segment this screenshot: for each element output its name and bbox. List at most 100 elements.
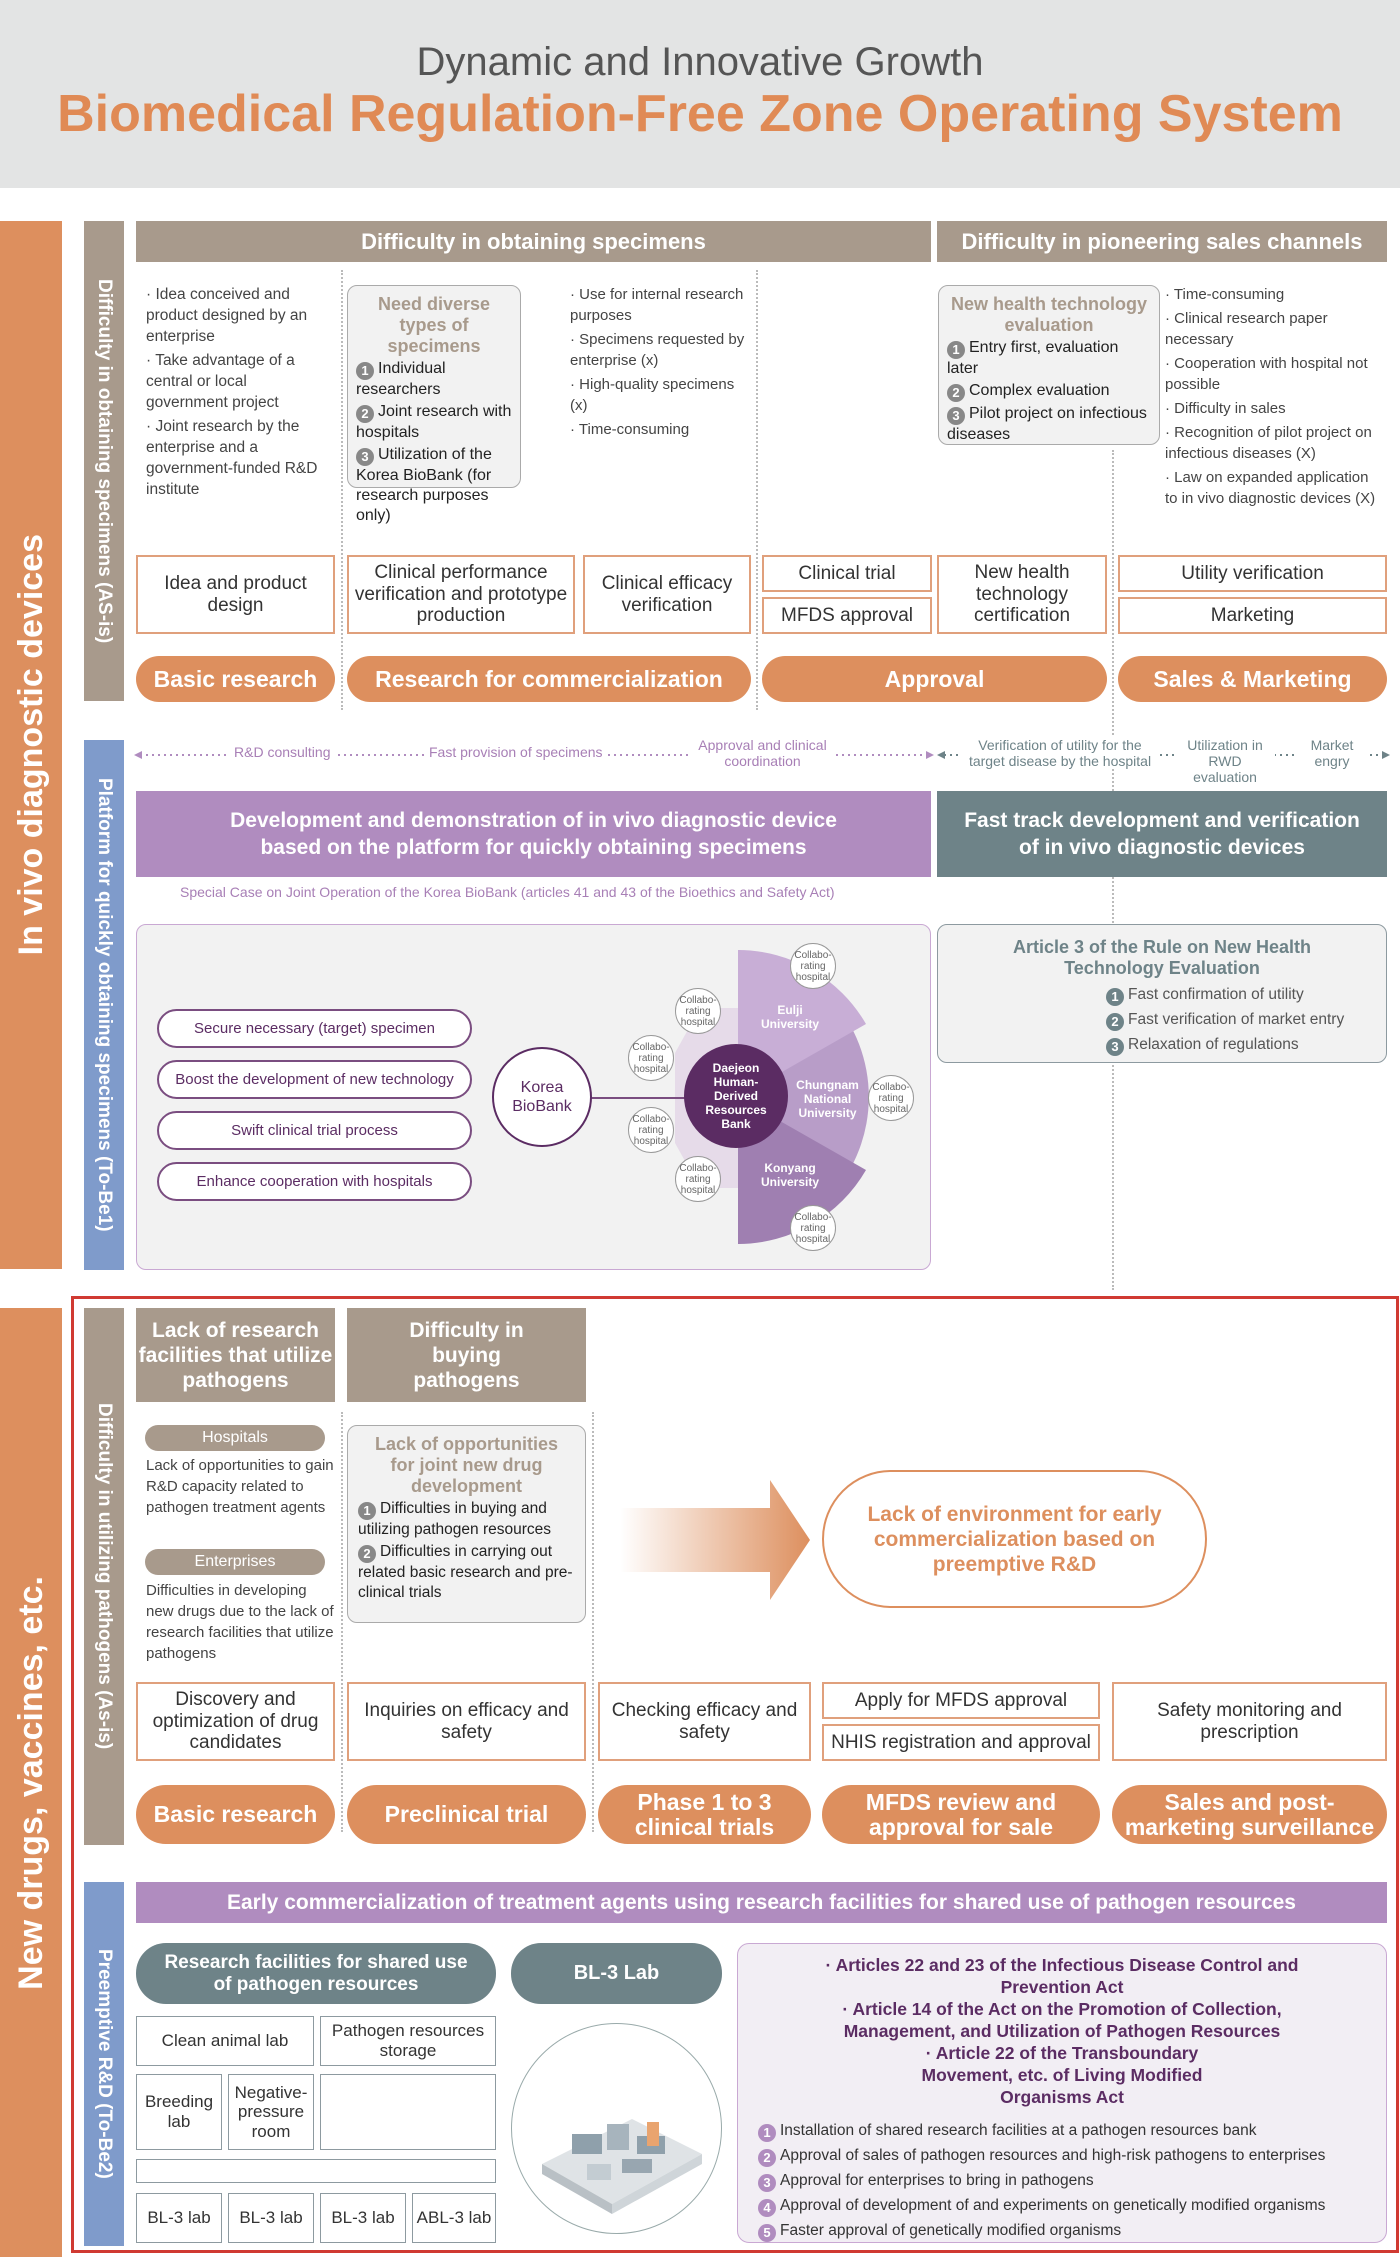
collab-hospital-node: Collabo-rating hospital — [675, 988, 721, 1034]
enterprises-text: Difficulties in developing new drugs due… — [146, 1582, 334, 1662]
collab-hospital-node: Collabo-rating hospital — [868, 1075, 914, 1121]
act-line: · Articles 22 and 23 of the Infectious D… — [825, 1955, 1299, 1997]
bullet: · Time-consuming — [570, 421, 690, 438]
collab-hospital-node: Collabo-rating hospital — [675, 1156, 721, 1202]
step-idea-design: Idea and product design — [136, 555, 335, 634]
basic-research-bullets: · Idea conceived and product designed by… — [146, 284, 331, 503]
arrow-label: Utilization in RWD evaluation — [1175, 737, 1275, 785]
arrow-label: Approval and clinical coordination — [690, 737, 835, 769]
phase-post-marketing: Sales and post-marketing surveillance — [1112, 1785, 1387, 1844]
callout-title: New health technology evaluation — [950, 294, 1148, 335]
lab-bl3: BL-3 lab — [228, 2193, 314, 2243]
konyang-university: Konyang University — [760, 1161, 820, 1189]
bl3-lab-title: BL-3 Lab — [511, 1943, 722, 2004]
collab-hospital-node: Collabo-rating hospital — [790, 1205, 836, 1251]
bullet: · Time-consuming — [1165, 286, 1285, 303]
goal-boost-tech: Boost the development of new technology — [157, 1060, 472, 1099]
arrow-label: Verification of utility for the target d… — [960, 737, 1160, 769]
phase-research-commercialization: Research for commercialization — [347, 656, 751, 702]
bl3-lab-illustration — [511, 2023, 722, 2234]
lab-equipment-icon — [542, 2119, 702, 2214]
box-buying-pathogens: Difficulty in buying pathogens — [347, 1308, 586, 1402]
asis-label-2: Difficulty in utilizing pathogens (As-is… — [84, 1308, 124, 1845]
step-safety-monitoring: Safety monitoring and prescription — [1112, 1682, 1387, 1761]
step-health-tech-cert: New health technology certification — [937, 555, 1107, 634]
step-utility-verification: Utility verification — [1118, 555, 1387, 592]
section-label-text: In vivo diagnostic devices — [11, 534, 50, 956]
special-case-note: Special Case on Joint Operation of the K… — [180, 884, 835, 900]
bullet: · Specimens requested by enterprise (x) — [570, 331, 745, 369]
daejeon-bank-node: Daejeon Human-Derived Resources Bank — [684, 1044, 788, 1148]
korea-biobank-node: Korea BioBank — [492, 1047, 592, 1147]
tag-enterprises: Enterprises — [145, 1549, 325, 1575]
phase-basic-research: Basic research — [136, 1785, 335, 1844]
lab-abl3: ABL-3 lab — [412, 2193, 496, 2243]
step-apply-mfds: Apply for MFDS approval — [822, 1682, 1100, 1719]
lab-breeding: Breeding lab — [136, 2074, 222, 2150]
bullet: · Difficulty in sales — [1165, 400, 1286, 417]
lab-clean-animal: Clean animal lab — [136, 2016, 314, 2066]
bullet: · Use for internal research purposes — [570, 286, 744, 324]
hospitals-text: Lack of opportunities to gain R&D capaci… — [146, 1457, 334, 1516]
bullet: · Joint research by the enterprise and a… — [146, 418, 318, 498]
arrow-label: R&D consulting — [230, 744, 335, 760]
tag-hospitals: Hospitals — [145, 1425, 325, 1451]
lab-corridor — [136, 2159, 496, 2183]
step-nhis-registration: NHIS registration and approval — [822, 1724, 1100, 1761]
phase-mfds-review: MFDS review and approval for sale — [822, 1785, 1100, 1844]
lab-pathogen-storage: Pathogen resources storage — [320, 2016, 496, 2066]
act-line: · Article 22 of the Transboundary Moveme… — [921, 2043, 1203, 2107]
callout-title: Lack of opportunities for joint new drug… — [374, 1434, 558, 1496]
lab-empty-cell — [320, 2074, 496, 2150]
highlight-frame — [71, 1296, 1399, 2253]
bullet: · High-quality specimens (x) — [570, 376, 735, 414]
bar-early-commercialization: Early commercialization of treatment age… — [136, 1882, 1387, 1923]
arrow-label: Fast provision of specimens — [425, 744, 607, 760]
lab-bl3: BL-3 lab — [320, 2193, 406, 2243]
bullet: · Cooperation with hospital not possible — [1165, 355, 1368, 393]
bullet: · Law on expanded application to in vivo… — [1165, 469, 1376, 507]
big-arrow-icon — [620, 1480, 810, 1600]
phase-basic-research: Basic research — [136, 656, 335, 702]
phase-approval: Approval — [762, 656, 1107, 702]
step-checking-efficacy: Checking efficacy and safety — [598, 1682, 811, 1761]
bar-development-demonstration: Development and demonstration of in vivo… — [136, 791, 931, 877]
goal-swift-trial: Swift clinical trial process — [157, 1111, 472, 1150]
bullet: · Idea conceived and product designed by… — [146, 286, 308, 345]
asis-label-text: Difficulty in obtaining specimens (AS-is… — [94, 278, 115, 644]
section-label-text: New drugs, vaccines, etc. — [11, 1575, 50, 1990]
header-title: Biomedical Regulation-Free Zone Operatin… — [57, 85, 1343, 143]
collab-hospital-node: Collabo-rating hospital — [628, 1107, 674, 1153]
step-mfds-approval: MFDS approval — [762, 597, 932, 634]
asis-label-1: Difficulty in obtaining specimens (AS-is… — [84, 221, 124, 701]
phase-sales-marketing: Sales & Marketing — [1118, 656, 1387, 702]
section-label-drugs: New drugs, vaccines, etc. — [0, 1308, 62, 2257]
bar-fast-track: Fast track development and verification … — [937, 791, 1387, 877]
page-header: Dynamic and Innovative Growth Biomedical… — [0, 0, 1400, 188]
header-subtitle: Dynamic and Innovative Growth — [416, 40, 984, 84]
bullet: · Take advantage of a central or local g… — [146, 352, 295, 411]
specimen-bullets: · Use for internal research purposes · S… — [570, 284, 750, 443]
facilities-title: Research facilities for shared use of pa… — [136, 1943, 496, 2004]
lab-negative-pressure: Negative-pressure room — [228, 2074, 314, 2150]
callout-joint-development: Lack of opportunities for joint new drug… — [347, 1425, 586, 1623]
goal-cooperation: Enhance cooperation with hospitals — [157, 1162, 472, 1201]
bullet: · Recognition of pilot project on infect… — [1165, 424, 1372, 462]
sales-bullets: · Time-consuming · Clinical research pap… — [1165, 284, 1385, 512]
tobe2-label: Preemptive R&D (To-Be2) — [84, 1882, 124, 2246]
goal-secure-specimen: Secure necessary (target) specimen — [157, 1009, 472, 1048]
